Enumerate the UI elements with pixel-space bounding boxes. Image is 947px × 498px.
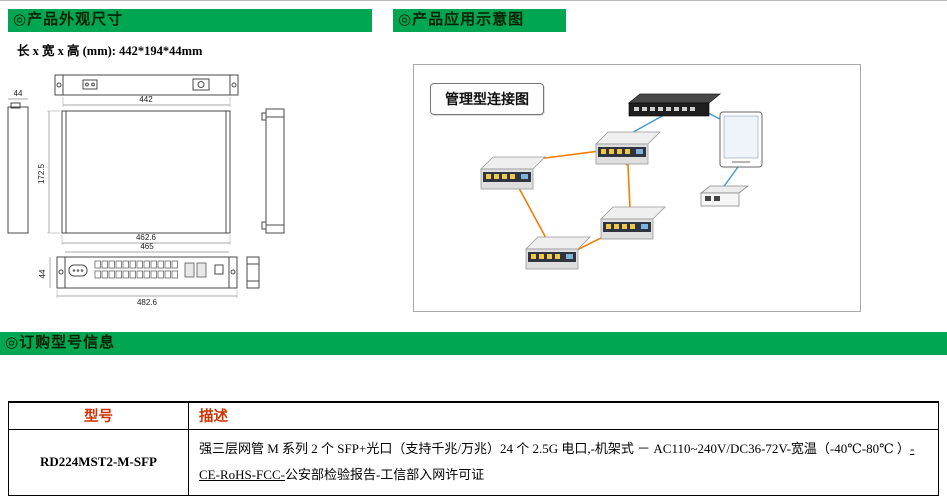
end-device xyxy=(699,185,750,207)
svg-text:44: 44 xyxy=(14,89,23,98)
switch-device-d xyxy=(600,206,666,240)
svg-text:462.6: 462.6 xyxy=(136,233,157,242)
svg-text:465: 465 xyxy=(140,242,154,251)
section-header-appearance-label: ◎产品外观尺寸 xyxy=(13,12,124,28)
dim-panel-hole-spacing: 465 xyxy=(65,242,229,253)
dim-top-width: 442 xyxy=(62,95,231,107)
description-text: 强三层网管 M 系列 2 个 SFP+光口（支持千兆/万兆）24 个 2.5G … xyxy=(199,440,910,456)
application-diagram-svg xyxy=(480,93,763,270)
rear-panel-drawing xyxy=(56,256,238,289)
svg-text:172.5: 172.5 xyxy=(37,163,46,184)
dim-side-depth: 44 xyxy=(8,89,28,100)
svg-text:482.6: 482.6 xyxy=(137,298,158,306)
diagram-title: 管理型连接图 xyxy=(430,83,544,115)
dim-body-bottom-width: 462.6 xyxy=(61,233,231,245)
section-header-ordering-label: ◎订购型号信息 xyxy=(5,335,116,351)
dim-panel-overall-width: 482.6 xyxy=(56,290,238,306)
switch-device-a xyxy=(595,131,661,165)
section-header-appearance: ◎产品外观尺寸 xyxy=(8,9,372,32)
drawings-svg: 442 44 172.5 xyxy=(7,74,285,306)
description-text-after: 公安部检验报告-工信部入网许可证 xyxy=(284,467,485,483)
technical-drawings: 442 44 172.5 xyxy=(5,61,315,306)
console-port xyxy=(214,264,224,275)
switch-device-c xyxy=(525,236,591,270)
dim-panel-height: 44 xyxy=(38,257,51,288)
svg-text:442: 442 xyxy=(139,95,153,104)
dimensions-caption: 长 x 宽 x 高 (mm): 442*194*44mm xyxy=(17,44,203,58)
top-view-drawing xyxy=(54,74,239,96)
column-header-description: 描述 xyxy=(188,401,939,430)
table-header-row: 型号 描述 xyxy=(8,401,939,430)
application-diagram: 管理型连接图 xyxy=(413,64,861,312)
dim-body-height: 172.5 xyxy=(37,110,60,234)
model-cell: RD224MST2-M-SFP xyxy=(8,428,189,496)
switch-device-b xyxy=(480,156,546,190)
front-view-drawing xyxy=(61,110,231,234)
left-side-view: 44 xyxy=(7,89,29,234)
rj45-port-grid xyxy=(94,260,178,279)
management-terminal xyxy=(719,111,763,168)
sfp-ports xyxy=(184,262,207,278)
rear-side-view xyxy=(246,256,260,289)
description-certifications: -CE-RoHS-FCC- xyxy=(199,440,915,483)
ordering-table: 型号 描述 RD224MST2-M-SFP 强三层网管 M 系列 2 个 SFP… xyxy=(8,401,939,496)
column-header-model: 型号 xyxy=(8,401,189,430)
section-header-application: ◎产品应用示意图 xyxy=(393,9,566,32)
table-row: RD224MST2-M-SFP 强三层网管 M 系列 2 个 SFP+光口（支持… xyxy=(8,428,939,496)
section-header-ordering: ◎订购型号信息 xyxy=(0,332,947,355)
svg-text:44: 44 xyxy=(38,269,47,278)
core-switch-device xyxy=(627,93,722,117)
description-cell: 强三层网管 M 系列 2 个 SFP+光口（支持千兆/万兆）24 个 2.5G … xyxy=(188,428,939,496)
section-header-application-label: ◎产品应用示意图 xyxy=(398,12,525,28)
right-side-view xyxy=(261,108,285,234)
